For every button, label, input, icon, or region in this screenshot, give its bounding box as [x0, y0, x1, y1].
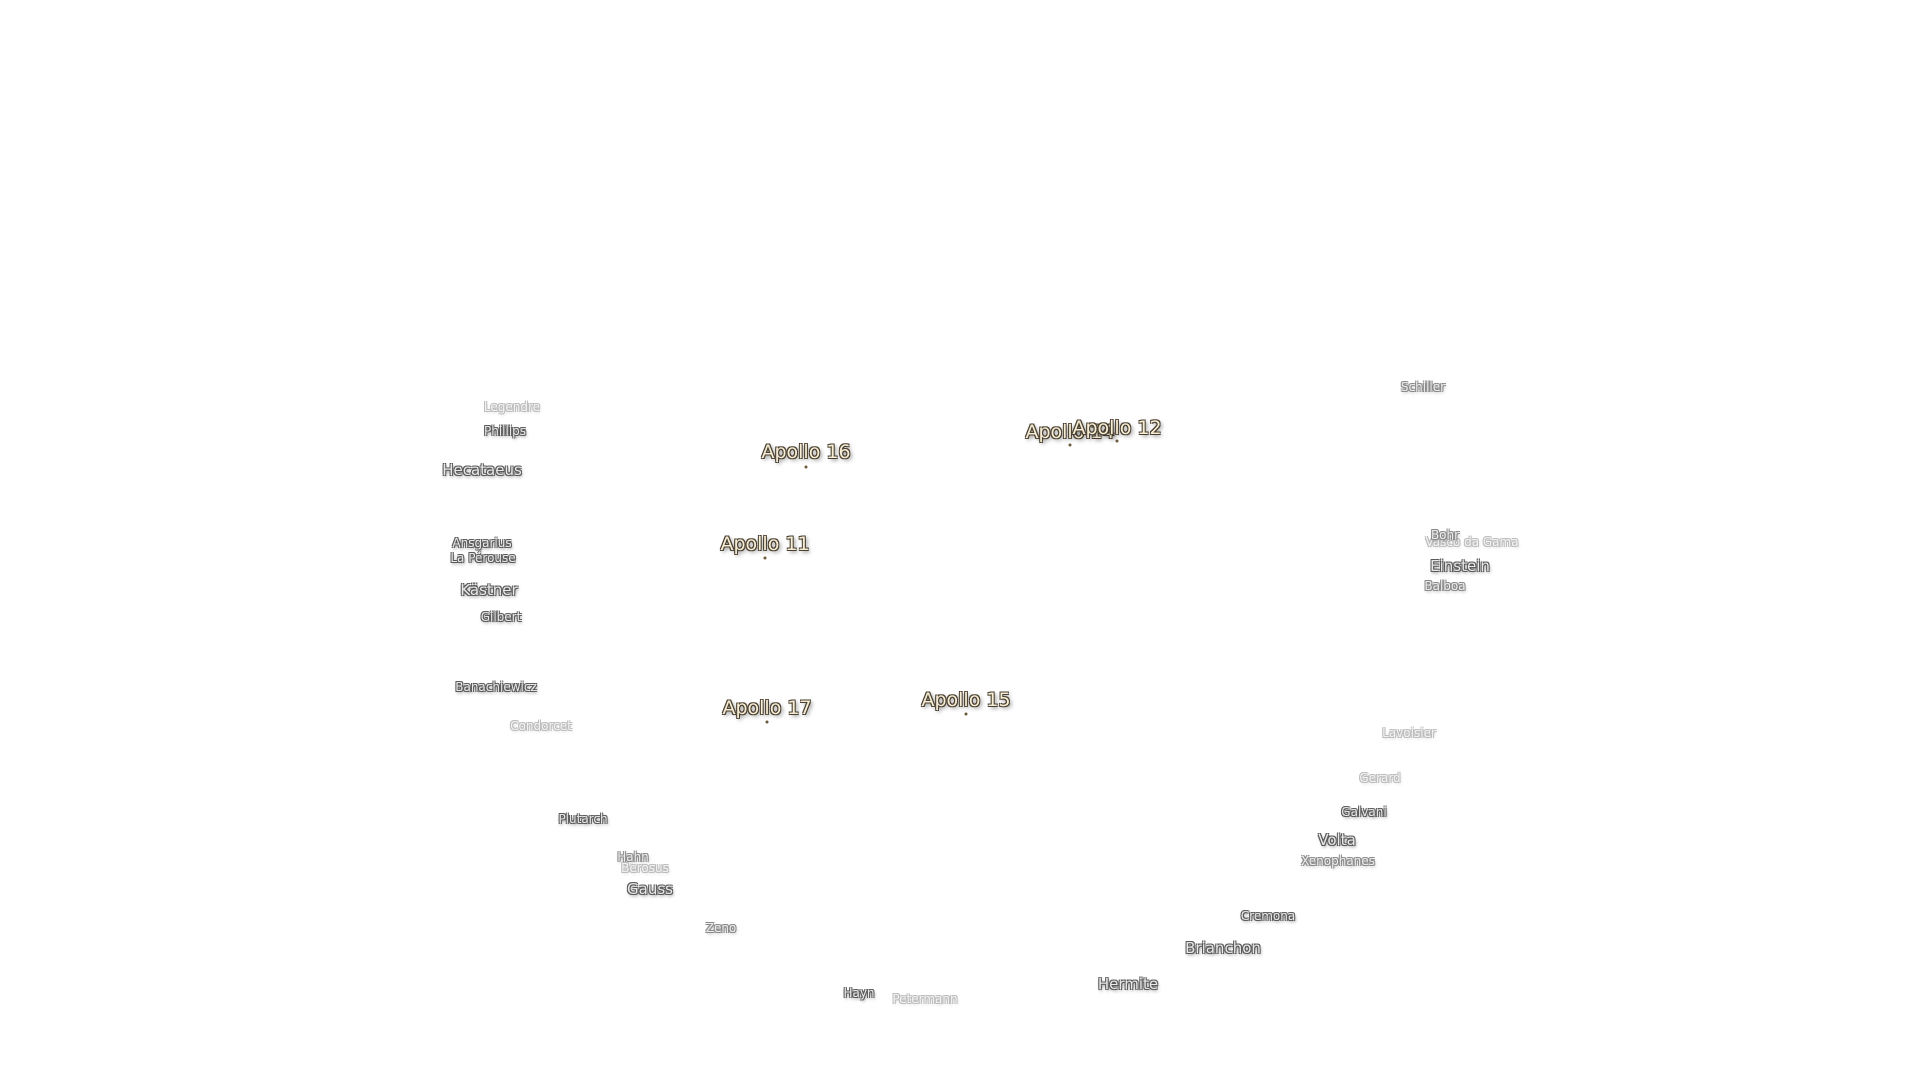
label-vasco-da-gama[interactable]: Vasco da Gama	[1425, 535, 1519, 549]
label-ansgarius[interactable]: Ansgarius	[452, 536, 512, 550]
label-volta[interactable]: Volta	[1318, 831, 1356, 849]
label-lavoisier[interactable]: Lavoisier	[1382, 726, 1436, 740]
label-berosus[interactable]: Berosus	[621, 861, 669, 875]
apollo-15-site-marker	[964, 712, 968, 716]
label-einstein[interactable]: Einstein	[1430, 557, 1490, 575]
label-condorcet[interactable]: Condorcet	[510, 719, 572, 733]
label-hecataeus[interactable]: Hecataeus	[442, 461, 522, 479]
label-la-perouse[interactable]: La Pérouse	[450, 551, 516, 565]
apollo-16-site-marker	[804, 465, 808, 469]
label-apollo-15[interactable]: Apollo 15	[921, 689, 1011, 711]
label-gauss[interactable]: Gauss	[627, 880, 673, 898]
label-apollo-11[interactable]: Apollo 11	[720, 533, 810, 555]
label-apollo-12[interactable]: Apollo 12	[1072, 417, 1162, 439]
label-schiller[interactable]: Schiller	[1400, 380, 1446, 394]
label-hayn[interactable]: Hayn	[843, 986, 875, 1000]
label-apollo-16[interactable]: Apollo 16	[761, 441, 851, 463]
label-phillips[interactable]: Phillips	[483, 424, 527, 438]
label-brianchon[interactable]: Brianchon	[1185, 939, 1261, 957]
label-gilbert[interactable]: Gilbert	[480, 610, 522, 624]
label-banachiewicz[interactable]: Banachiewicz	[455, 680, 537, 694]
label-apollo-14[interactable]: Apollo 14	[1025, 421, 1115, 443]
label-gerard[interactable]: Gerard	[1359, 771, 1401, 785]
label-balboa[interactable]: Balboa	[1424, 579, 1466, 593]
label-kastner[interactable]: Kästner	[460, 581, 518, 599]
label-petermann[interactable]: Petermann	[892, 992, 958, 1006]
label-galvani[interactable]: Galvani	[1341, 805, 1387, 819]
label-legendre[interactable]: Legendre	[483, 400, 541, 414]
label-cremona[interactable]: Cremona	[1240, 909, 1296, 923]
apollo-17-site-marker	[765, 720, 769, 724]
label-xenophanes[interactable]: Xenophanes	[1301, 854, 1375, 868]
label-apollo-17[interactable]: Apollo 17	[722, 697, 812, 719]
label-plutarch[interactable]: Plutarch	[558, 812, 608, 826]
apollo-12-site-marker	[1115, 439, 1119, 443]
label-bohr[interactable]: Bohr	[1430, 528, 1460, 542]
label-hahn[interactable]: Hahn	[617, 850, 649, 864]
apollo-14-site-marker	[1068, 443, 1072, 447]
label-zeno[interactable]: Zeno	[705, 921, 737, 935]
label-hermite[interactable]: Hermite	[1097, 975, 1159, 993]
apollo-11-site-marker	[763, 556, 767, 560]
